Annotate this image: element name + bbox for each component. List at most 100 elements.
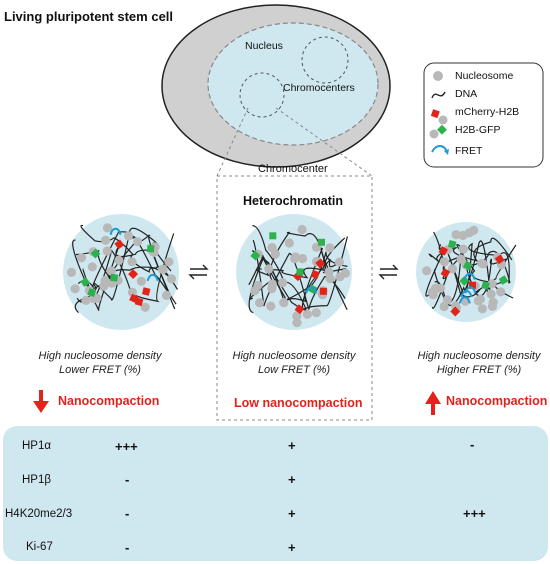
nucleosome: [458, 230, 468, 241]
nucleosome: [478, 259, 488, 269]
nucleosome: [76, 253, 87, 263]
nucleosome: [311, 308, 321, 318]
nucleosome: [158, 264, 168, 275]
cell-hp1a-right: -: [470, 437, 475, 452]
nucleosome: [87, 262, 97, 272]
nucleosome: [451, 230, 461, 240]
nucleosome: [422, 266, 432, 276]
equilibrium-arrow-right-icon: [378, 264, 399, 280]
nucleosome: [469, 225, 479, 235]
zoom-line-left: [216, 107, 249, 177]
nucleosome: [132, 237, 143, 247]
state-right-caption: High nucleosome density Higher FRET (%): [404, 349, 550, 377]
state-left-line1: High nucleosome density: [38, 350, 162, 362]
gfp-tag: [296, 268, 304, 276]
dna-strand: [428, 237, 513, 263]
gfp-tag: [498, 275, 509, 285]
mcherry-tag: [440, 268, 451, 278]
legend-label-dna: DNA: [455, 88, 478, 100]
gfp-tag: [87, 288, 97, 298]
gfp-tag: [481, 281, 490, 290]
nucleosome: [477, 304, 487, 314]
row-label-hp1b: HP1β: [22, 474, 51, 486]
figure-title: Living pluripotent stem cell: [4, 9, 174, 24]
nucleosome: [162, 290, 172, 300]
cell-h4k-center: +: [288, 506, 296, 521]
nucleosome: [102, 223, 113, 233]
row-label-hp1a: HP1α: [22, 440, 52, 452]
cell-h4k-left: -: [125, 506, 130, 521]
cell-hp1a-left: +++: [115, 439, 138, 454]
equilibrium-arrow-left-icon: [188, 264, 209, 280]
nucleosome: [439, 257, 450, 267]
nucleosome: [278, 278, 288, 288]
mcherry-tag: [438, 246, 449, 256]
nucleosome: [284, 238, 294, 248]
marker-table: [3, 426, 548, 561]
nucleosome: [435, 283, 446, 293]
nucleosome-icon: [433, 71, 443, 81]
chromocenter-top: [301, 36, 349, 84]
cell-h4k-right: +++: [463, 506, 486, 521]
gfp-tag: [318, 238, 325, 246]
cell-hp1a-center: +: [288, 438, 296, 453]
row-label-h4k20me23: H4K20me2/3: [5, 508, 73, 520]
gfp-tag: [269, 232, 277, 240]
fret-arrow: [458, 296, 471, 304]
nucleosome: [325, 274, 335, 284]
nucleosome: [302, 309, 312, 319]
fret-arrow: [463, 272, 476, 280]
fret-arrow: [305, 286, 318, 294]
nucleosome: [267, 243, 277, 253]
mcherry-tag: [494, 254, 505, 265]
nucleosome: [140, 302, 150, 312]
mcherry-tag: [450, 306, 461, 317]
mcherry-h2b-icon: [430, 109, 448, 125]
nucleosome: [266, 301, 276, 311]
nucleosome: [334, 257, 344, 267]
gfp-tag: [459, 275, 470, 286]
gfp-tag: [90, 248, 101, 259]
mcherry-tag: [315, 258, 326, 269]
down-arrow-icon: [33, 390, 49, 413]
nucleosome: [127, 287, 137, 297]
state-center-caption: High nucleosome density Low FRET (%): [214, 349, 374, 377]
nucleosome: [166, 274, 177, 284]
nucleosome: [127, 257, 137, 267]
legend-label-h2b-gfp: H2B-GFP: [455, 124, 501, 136]
chromatin-right: [416, 222, 517, 322]
nucleosome: [70, 284, 80, 294]
chromocenter-left: [239, 72, 285, 118]
nucleosome: [458, 244, 468, 254]
state-left-effect: Nanocompaction: [58, 394, 160, 408]
nucleosome: [486, 289, 496, 299]
gfp-tag: [146, 244, 155, 253]
dna-icon: [431, 91, 446, 99]
state-center-effect: Low nanocompaction: [234, 396, 363, 410]
mcherry-tag: [294, 304, 305, 315]
nucleosome: [488, 297, 498, 307]
legend-box: [423, 62, 544, 168]
nucleus-label: Nucleus: [245, 40, 283, 52]
cell-hp1b-center: +: [288, 472, 296, 487]
state-center-line2: Low FRET (%): [257, 364, 331, 376]
cell-hp1b-left: -: [125, 472, 130, 487]
state-right-line2: Higher FRET (%): [436, 364, 522, 376]
gfp-tag: [462, 260, 473, 271]
fret-arrow: [109, 227, 122, 236]
nucleosome: [81, 295, 91, 305]
state-right-line1: High nucleosome density: [417, 350, 541, 362]
nucleosome: [298, 254, 308, 264]
nucleosome: [456, 254, 466, 264]
mcherry-tag: [128, 269, 139, 280]
chromatin-center: [236, 214, 352, 330]
nucleosome: [496, 287, 506, 297]
chromocenter-zoom-box: [216, 175, 373, 421]
state-left-caption: High nucleosome density Lower FRET (%): [20, 349, 180, 377]
nucleosome: [297, 224, 307, 235]
cell-ki67-center: +: [288, 540, 296, 555]
heterochromatin-label: Heterochromatin: [243, 194, 344, 208]
nucleosome: [264, 264, 274, 274]
zoom-line-right: [275, 107, 373, 177]
nucleosome: [447, 264, 458, 274]
